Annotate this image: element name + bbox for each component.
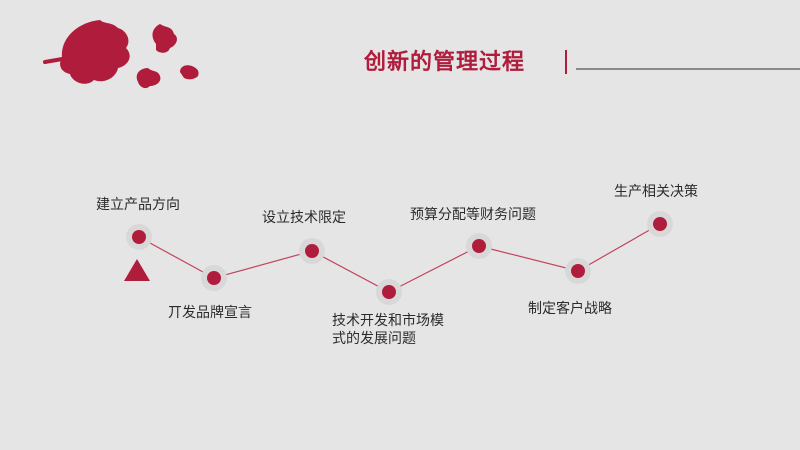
step-label-7: 生产相关决策 [614,184,698,200]
step-label-1: 建立产品方向 [96,197,180,213]
step-node [299,238,325,264]
step-label-3: 设立技术限定 [262,210,346,226]
step-node [466,233,492,259]
leaf-decoration-icon [43,20,199,89]
page-title: 创新的管理过程 [364,50,526,75]
step-label-2: 丌发品牌宣言 [168,305,252,321]
step-label-5: 预算分配等财务问题 [410,207,536,223]
step-node [126,224,152,250]
step-label-6: 制定客户战略 [528,301,612,317]
start-triangle-icon [124,259,150,281]
step-node [647,211,673,237]
step-label-4: 技术开发和市场模式的发展问题 [332,313,444,347]
step-node [565,258,591,284]
step-node [376,279,402,305]
step-node [201,265,227,291]
